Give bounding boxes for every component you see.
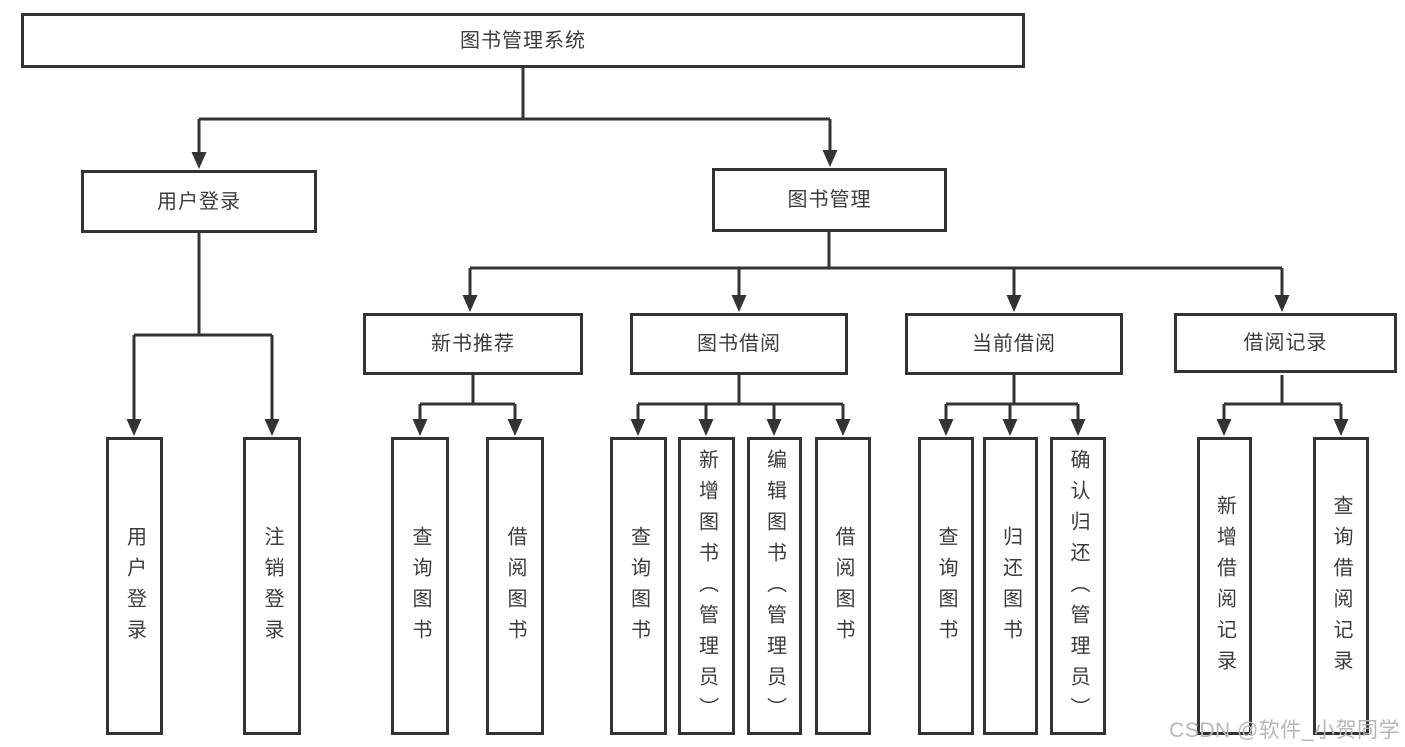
leaf-query-book-3: 查询图书	[918, 437, 974, 735]
node-user-login: 用户登录	[81, 170, 317, 233]
arrowhead-leaf-confirm-return	[1070, 419, 1086, 436]
arrowhead-new-book-recommend	[462, 295, 478, 312]
node-new-book-recommend: 新书推荐	[363, 313, 583, 375]
leaf-edit-book-admin: 编辑图书（管理员）	[747, 437, 802, 735]
leaf-query-book-2: 查询图书	[610, 437, 667, 735]
connector-book-borrowing-branch	[636, 375, 845, 420]
arrowhead-current-borrowing	[1006, 295, 1022, 312]
leaf-add-book-admin: 新增图书（管理员）	[678, 437, 735, 735]
arrowhead-book-borrowing	[731, 295, 747, 312]
arrowhead-leaf-query-record	[1333, 419, 1349, 436]
leaf-query-book-1: 查询图书	[391, 437, 449, 735]
node-book-management: 图书管理	[712, 168, 947, 232]
csdn-watermark: CSDN @软件_小贺同学	[1169, 719, 1400, 742]
node-book-borrowing: 图书借阅	[630, 313, 848, 375]
leaf-confirm-return-admin: 确认归还（管理员）	[1050, 437, 1106, 735]
leaf-return-book: 归还图书	[983, 437, 1038, 735]
connector-current-borrowing-branch	[944, 375, 1080, 420]
arrowhead-borrowing-records	[1274, 295, 1290, 312]
arrowhead-leaf-edit-book	[766, 419, 782, 436]
node-root-title: 图书管理系统	[21, 13, 1025, 68]
connector-root-to-level2	[197, 68, 832, 153]
arrowhead-leaf-return-book	[1002, 419, 1018, 436]
node-current-borrowing: 当前借阅	[905, 313, 1123, 375]
leaf-borrow-book-1: 借阅图书	[486, 437, 544, 735]
connector-new-book-branch	[418, 375, 517, 420]
leaf-borrow-book-2: 借阅图书	[815, 437, 871, 735]
arrowhead-leaf-borrow-book-a	[507, 419, 523, 436]
arrowhead-leaf-query-book-b	[630, 419, 646, 436]
leaf-user-login: 用户登录	[106, 437, 163, 735]
connector-borrowing-records-branch	[1222, 375, 1343, 420]
connector-user-login-branch	[132, 233, 274, 420]
arrowhead-leaf-query-book-c	[938, 419, 954, 436]
arrowhead-leaf-add-record	[1216, 419, 1232, 436]
node-borrowing-records: 借阅记录	[1174, 313, 1397, 373]
leaf-add-borrow-record: 新增借阅记录	[1197, 437, 1252, 735]
arrowhead-leaf-user-login	[126, 419, 142, 436]
arrowhead-leaf-borrow-book-b	[835, 419, 851, 436]
arrowhead-book-management	[822, 150, 838, 167]
leaf-logout: 注销登录	[243, 437, 301, 735]
connector-book-management-branch	[468, 232, 1284, 296]
arrowhead-leaf-query-book-a	[412, 419, 428, 436]
arrowhead-leaf-add-book	[698, 419, 714, 436]
leaf-query-borrow-record: 查询借阅记录	[1313, 437, 1369, 735]
arrowhead-user-login	[191, 152, 207, 169]
arrowhead-leaf-logout	[264, 419, 280, 436]
